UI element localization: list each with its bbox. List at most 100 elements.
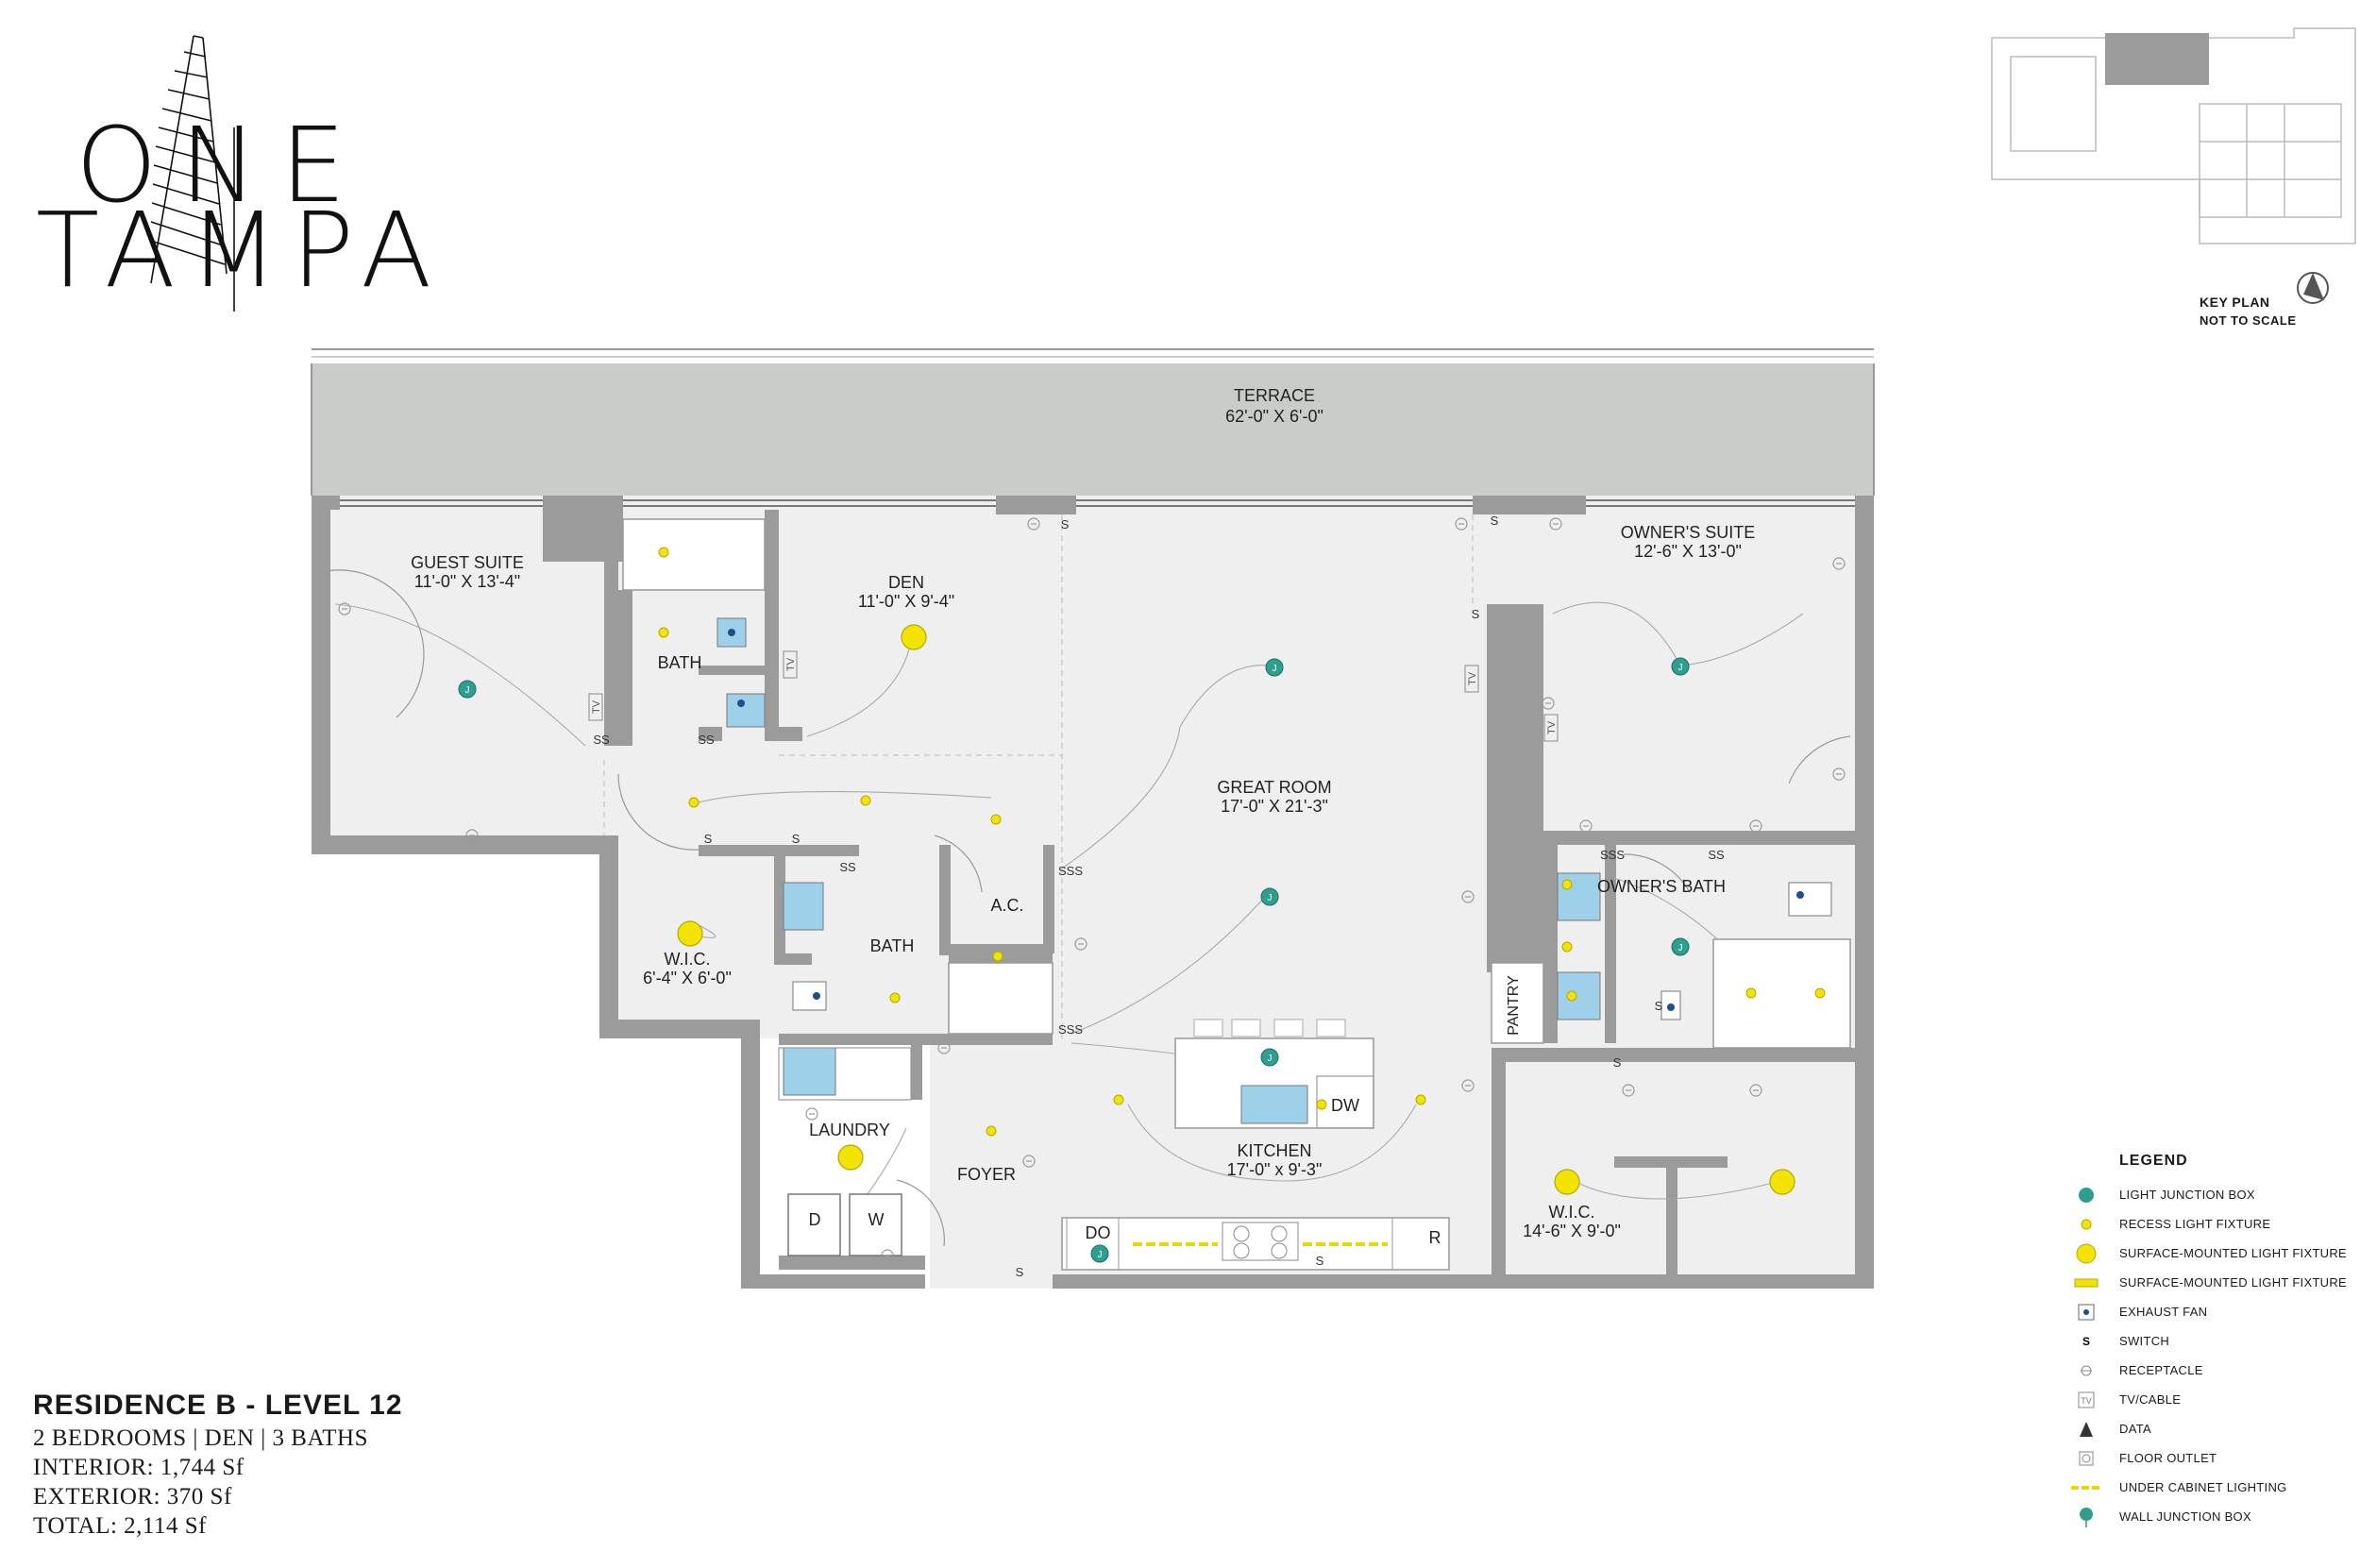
key-plan-highlight <box>2105 33 2209 85</box>
surface-light-round-icon <box>2076 1243 2097 1264</box>
switch-icon: S <box>1316 1254 1324 1268</box>
tv-cable-icon: TV <box>1467 671 1478 685</box>
owners-suite-label: OWNER'S SUITE <box>1621 523 1755 542</box>
switch-icon: SS <box>698 733 715 747</box>
great-room-dims: 17'-0" X 21'-3" <box>1221 797 1328 816</box>
switch-icon: S <box>2082 1335 2090 1348</box>
data-icon <box>2080 1422 2093 1437</box>
owner-shower <box>1712 938 1851 1049</box>
receptacle-icon <box>805 1107 818 1121</box>
switch-icon: S <box>1016 1265 1024 1279</box>
recess-light-icon <box>1561 879 1573 890</box>
kitchen-label: KITCHEN <box>1237 1141 1311 1160</box>
exhaust-fan-icon <box>728 629 735 636</box>
wiring-lines <box>334 601 1804 1219</box>
legend-item: UNDER CABINET LIGHTING <box>2067 1477 2351 1498</box>
light-junction-box-icon: J <box>1671 657 1690 676</box>
owners-suite-dims: 12'-6" X 13'-0" <box>1634 542 1742 561</box>
cooktop-icon <box>1222 1222 1299 1261</box>
legend-item-label: WALL JUNCTION BOX <box>2119 1509 2251 1524</box>
svg-text:J: J <box>1098 1250 1103 1260</box>
closet-bar <box>1671 1161 1676 1274</box>
center-shower <box>948 962 1054 1035</box>
switch-labels: SS SS S S SS SSS SSS S S S SSS SS S S S … <box>593 514 1725 1279</box>
recess-light-icon <box>1316 1099 1327 1110</box>
key-plan-diagram <box>1991 27 2356 244</box>
exhaust-fan-icon <box>813 992 820 1000</box>
recess-light-icon <box>992 951 1003 962</box>
oven-box <box>1066 1217 1120 1271</box>
den-dims: 11'-0" X 9'-4" <box>858 592 954 611</box>
owner-sink-bottom-icon <box>1557 971 1601 1020</box>
svg-text:J: J <box>465 685 470 696</box>
light-junction-box-icon: J <box>1260 887 1279 906</box>
switch-icon: S <box>1655 999 1663 1013</box>
center-sink-icon <box>783 882 824 931</box>
dryer-label: D <box>809 1210 821 1229</box>
island-sink-icon <box>1240 1085 1308 1124</box>
light-junction-box-icon: J <box>458 680 477 699</box>
exhaust-fan-icon <box>737 700 745 707</box>
recess-light-icon <box>889 992 901 1003</box>
surface-light-icon <box>837 1144 864 1171</box>
kitchen-counter <box>1061 1217 1450 1271</box>
residence-exterior: EXTERIOR: 370 Sf <box>33 1484 232 1509</box>
receptacle-icon <box>1749 819 1762 833</box>
receptacle-icon <box>1832 767 1846 781</box>
zone-dashes <box>603 514 1474 1038</box>
pantry-label: PANTRY <box>1506 975 1522 1036</box>
surface-light-icon <box>901 624 927 650</box>
r-label: R <box>1429 1228 1441 1247</box>
legend-title: LEGEND <box>2119 1153 2188 1169</box>
residence-interior: INTERIOR: 1,744 Sf <box>33 1455 244 1480</box>
light-junction-box-icon: J <box>1260 1048 1279 1067</box>
switch-icon: SSS <box>1600 848 1625 862</box>
recess-light-icon <box>860 795 871 806</box>
kitchen-fixtures <box>1061 1019 1450 1271</box>
receptacle-icon <box>1549 517 1562 531</box>
receptacle-icon <box>1461 1079 1475 1092</box>
surface-light-bar-icon <box>2074 1278 2099 1288</box>
den-label: DEN <box>888 573 924 592</box>
dryer-icon <box>787 1193 841 1256</box>
legend-item: SURFACE-MOUNTED LIGHT FIXTURE <box>2067 1243 2351 1264</box>
recess-light-icon <box>658 627 669 638</box>
surface-light-icon <box>677 920 703 947</box>
recess-light-icon <box>1415 1094 1426 1105</box>
terrace-area <box>312 363 1874 496</box>
window-lines <box>340 499 1855 507</box>
key-plan-subtitle: NOT TO SCALE <box>2200 313 2297 328</box>
wic-right-dims: 14'-6" X 9'-0" <box>1523 1222 1621 1240</box>
legend-item: WALL JUNCTION BOX <box>2067 1507 2351 1527</box>
legend-item: RECESS LIGHT FIXTURE <box>2067 1214 2351 1235</box>
tv-cable-icon: TV <box>591 700 602 714</box>
room-labels: TERRACE 62'-0" X 6'-0" GUEST SUITE 11'-0… <box>411 386 1755 1247</box>
receptacle-icon <box>1579 819 1593 833</box>
wic-right-label: W.I.C. <box>1549 1203 1595 1222</box>
kitchen-dims: 17'-0" x 9'-3" <box>1227 1160 1323 1179</box>
receptacle-icon <box>338 602 351 615</box>
recess-light-icon <box>1814 987 1826 999</box>
exhaust-fan-icon <box>1796 891 1804 899</box>
legend-item-label: UNDER CABINET LIGHTING <box>2119 1480 2287 1494</box>
switch-icon: S <box>1491 514 1499 528</box>
logo-tower-icon <box>150 35 235 312</box>
terrace-dims: 62'-0" X 6'-0" <box>1225 407 1323 426</box>
guest-shower <box>622 518 766 591</box>
laundry-sink-icon <box>783 1047 836 1096</box>
switch-icon: S <box>704 832 713 846</box>
receptacle-icon <box>1074 937 1087 951</box>
tv-markers: TV TV TV TV <box>588 650 1559 742</box>
legend-item: SURFACE-MOUNTED LIGHT FIXTURE <box>2067 1273 2351 1293</box>
receptacle-icon <box>1027 517 1040 531</box>
great-room-label: GREAT ROOM <box>1217 778 1331 797</box>
switch-icon: SS <box>1708 848 1725 862</box>
legend-item: LIGHT JUNCTION BOX <box>2067 1185 2351 1206</box>
receptacle-icon <box>1022 1155 1036 1168</box>
recess-light-icon <box>2081 1219 2092 1230</box>
receptacle-icon <box>465 829 479 842</box>
receptacle-icon <box>937 1041 951 1054</box>
washer-label: W <box>868 1210 885 1229</box>
